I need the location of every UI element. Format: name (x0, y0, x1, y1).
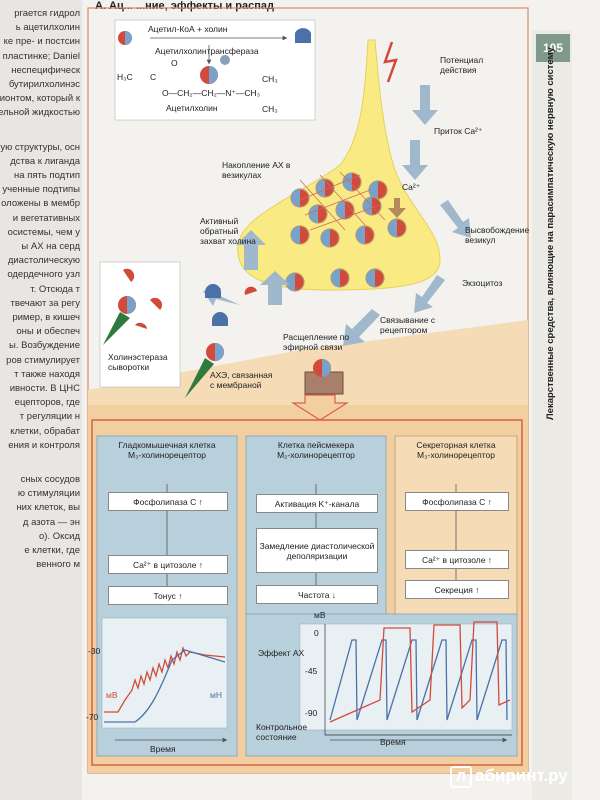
left-page-line: е клетки, где (24, 545, 80, 556)
vesicle-half (321, 229, 330, 247)
left-page-line: ргается гидрол (14, 8, 80, 19)
muscle-mn-unit: мН (210, 690, 222, 700)
left-page-line: на пять подтип (14, 170, 80, 181)
muscle-mv-unit: мВ (106, 690, 118, 700)
panel-2-step-2: Замедление диастолической деполяризации (256, 528, 378, 573)
left-page-line: ивности. В ЦНС (9, 383, 80, 394)
panel-2-step-1: Активация K⁺-канала (256, 494, 378, 513)
left-page-line: диастолическую (7, 255, 80, 267)
side-band (532, 30, 572, 800)
left-page-line: ы AX на серд (21, 241, 80, 252)
left-page-line: ь ацетилхолин (15, 22, 80, 34)
left-page-line: д азота — эн (22, 516, 80, 528)
panel-1-step-2: Ca²⁺ в цитозоле ↑ (108, 555, 228, 574)
left-page-line: ке пре- и постсин (3, 36, 80, 48)
vesicle-half (336, 201, 345, 219)
left-page-line: оложены в мембр (1, 198, 80, 210)
left-page-line: ения и контроля (8, 439, 80, 451)
vesicle-half (388, 219, 397, 237)
left-page-line: ую структуры, осн (0, 141, 80, 153)
panel-1-step-3: Тонус ↑ (108, 586, 228, 605)
pace-tick-2: -45 (305, 666, 318, 676)
vesicle-half (309, 205, 318, 223)
figure-header: А. Ац... ...ние, эффекты и распад (95, 0, 274, 12)
vesicle-half (331, 269, 340, 287)
vesicle-half (291, 226, 300, 244)
formula-c: C (150, 72, 157, 82)
left-page-line: т регуляции н (19, 411, 80, 423)
pace-unit: мВ (314, 610, 326, 620)
pace-effect-label: Эффект AX (258, 648, 305, 658)
left-page-line: клетки, обрабат (10, 425, 80, 437)
left-page-line: ример, в кишеч (12, 312, 80, 323)
panel-1-step-1: Фосфолипаза C ↑ (108, 492, 228, 511)
left-page-line: ионтом, который к (0, 93, 80, 105)
pace-x-label: Время (380, 737, 406, 747)
left-page-line: твечают за регу (10, 297, 80, 309)
left-page-line: жительной жидкостью (0, 107, 80, 119)
muscle-x-label: Время (150, 744, 176, 754)
label-vesicle-storage: Накопление AX в везикулах (222, 160, 291, 180)
label-ca: Ca²⁺ (402, 182, 421, 192)
left-page-line: сных сосудов (20, 474, 80, 485)
left-page-line: т. Отсюда т (30, 283, 80, 295)
muscle-tick-2: -70 (86, 712, 99, 722)
left-page-line: ецепторов, где (14, 397, 80, 409)
left-page-line: одердечного узл (7, 269, 80, 281)
pace-tick-3: -90 (305, 708, 318, 718)
page-number: 105 (536, 34, 570, 62)
watermark-logo: Л (450, 766, 472, 788)
label-ester-cleavage: Расщепление по эфирной связи (283, 332, 350, 352)
synthesis-enzyme: Ацетилхолинтрансфераза (155, 46, 259, 56)
vesicle-half (291, 189, 300, 207)
left-page: ргается гидрол ь ацетилхолин ке пре- и пос… (0, 0, 82, 800)
label-exocytosis: Экзоцитоз (462, 278, 503, 288)
left-page-line: пластинке; Daniel (2, 50, 80, 62)
label-receptor-binding: Связывание с рецептором (380, 315, 436, 335)
label-vesicle-release: Высвобождение везикул (465, 225, 530, 245)
synthesis-product: Ацетилхолин (166, 103, 218, 113)
left-page-line: них клеток, вы (16, 502, 80, 514)
left-page-line: осистемы, чем у (7, 226, 80, 238)
panel-2-step-3: Частота ↓ (256, 585, 378, 604)
label-serum-che: Холинэстераза сыворотки (108, 352, 168, 372)
left-page-line: ров стимулирует (6, 354, 80, 366)
left-page-line: о). Оксид (39, 530, 80, 542)
label-membrane-ache: АХЭ, связанная с мембраной (210, 370, 273, 390)
left-page-line: ю стимуляции (17, 488, 80, 500)
left-page-line: и вегетативных (12, 212, 80, 224)
panel-3-step-1: Фосфолипаза C ↑ (405, 492, 509, 511)
label-reuptake: Активный обратный захват холина (200, 216, 256, 246)
panel-3-step-2: Ca²⁺ в цитозоле ↑ (405, 550, 509, 569)
synthesis-precursors: Ацетил-КоА + холин (148, 24, 228, 34)
formula-ch3-top: CH₃ (262, 74, 278, 84)
label-ca-influx: Приток Ca²⁺ (434, 126, 483, 136)
vesicle-half (286, 273, 295, 291)
left-page-line: бутирилхолинэс (8, 79, 80, 90)
label-action-potential: Потенциал действия (440, 55, 484, 75)
formula-h3c: H₃C (117, 72, 133, 82)
left-page-line: ученные подтипы (2, 184, 80, 196)
panel-3-step-3: Секреция ↑ (405, 580, 509, 599)
vesicle-half (366, 269, 375, 287)
pace-tick-1: 0 (314, 628, 319, 638)
vesicle-half (356, 226, 365, 244)
left-page-line: ы. Возбуждение (9, 340, 80, 352)
formula-o-top: O (171, 58, 178, 68)
vesicle-half (369, 181, 378, 199)
left-page-line: т также находя (14, 368, 80, 380)
left-page-line: неспецифическ (11, 64, 80, 76)
left-page-line: дства к лиганда (10, 155, 80, 167)
left-page-line: оны и обеспеч (16, 326, 80, 338)
formula-ch3-bottom: CH₃ (262, 104, 278, 114)
muscle-tick-1: -30 (88, 646, 101, 656)
left-page-line: венного м (36, 559, 80, 571)
formula-chain: O—CH₂—CH₂—N⁺—CH₃ (162, 88, 261, 98)
